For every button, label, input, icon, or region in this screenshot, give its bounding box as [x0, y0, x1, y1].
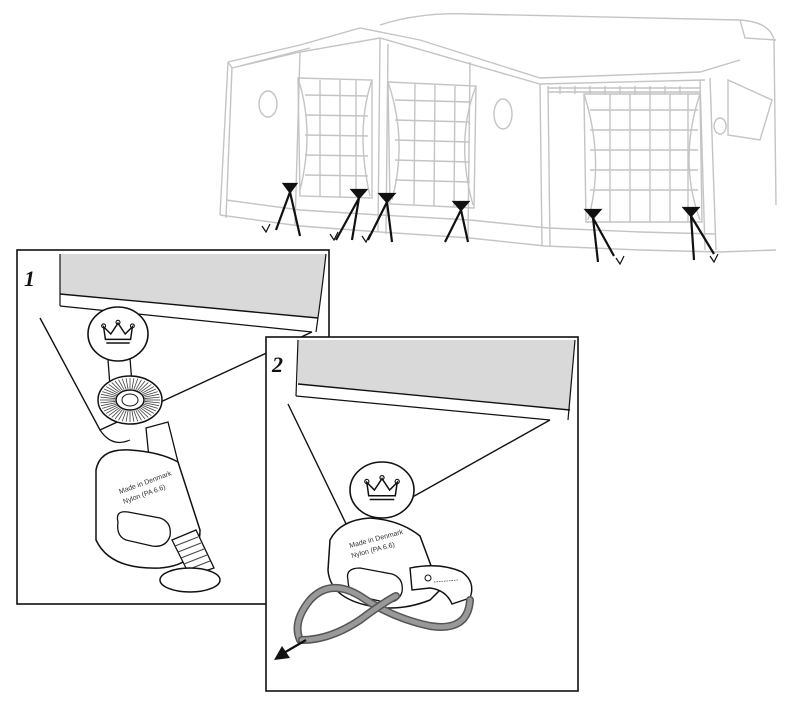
serrated-washer	[97, 375, 163, 425]
panel-2-number: 2	[271, 352, 283, 377]
panel-1-number: 1	[24, 266, 35, 291]
pull-direction-arrow-icon	[274, 639, 307, 660]
screw	[159, 529, 221, 593]
peg-point	[361, 192, 397, 244]
peg-point	[329, 188, 369, 242]
peg-points	[261, 182, 719, 266]
panel-2: 2 Made in Denmark Nylon (PA 6.6)	[265, 336, 579, 692]
peg-point	[681, 206, 719, 264]
crown-button-head	[349, 461, 415, 519]
peg-point	[444, 200, 471, 243]
strap-loop	[293, 584, 474, 644]
peg-point	[583, 208, 625, 266]
caravan-awning-illustration	[219, 13, 777, 253]
peg-hook	[409, 565, 473, 605]
crown-button-head	[87, 306, 149, 362]
peg-point	[261, 182, 302, 237]
